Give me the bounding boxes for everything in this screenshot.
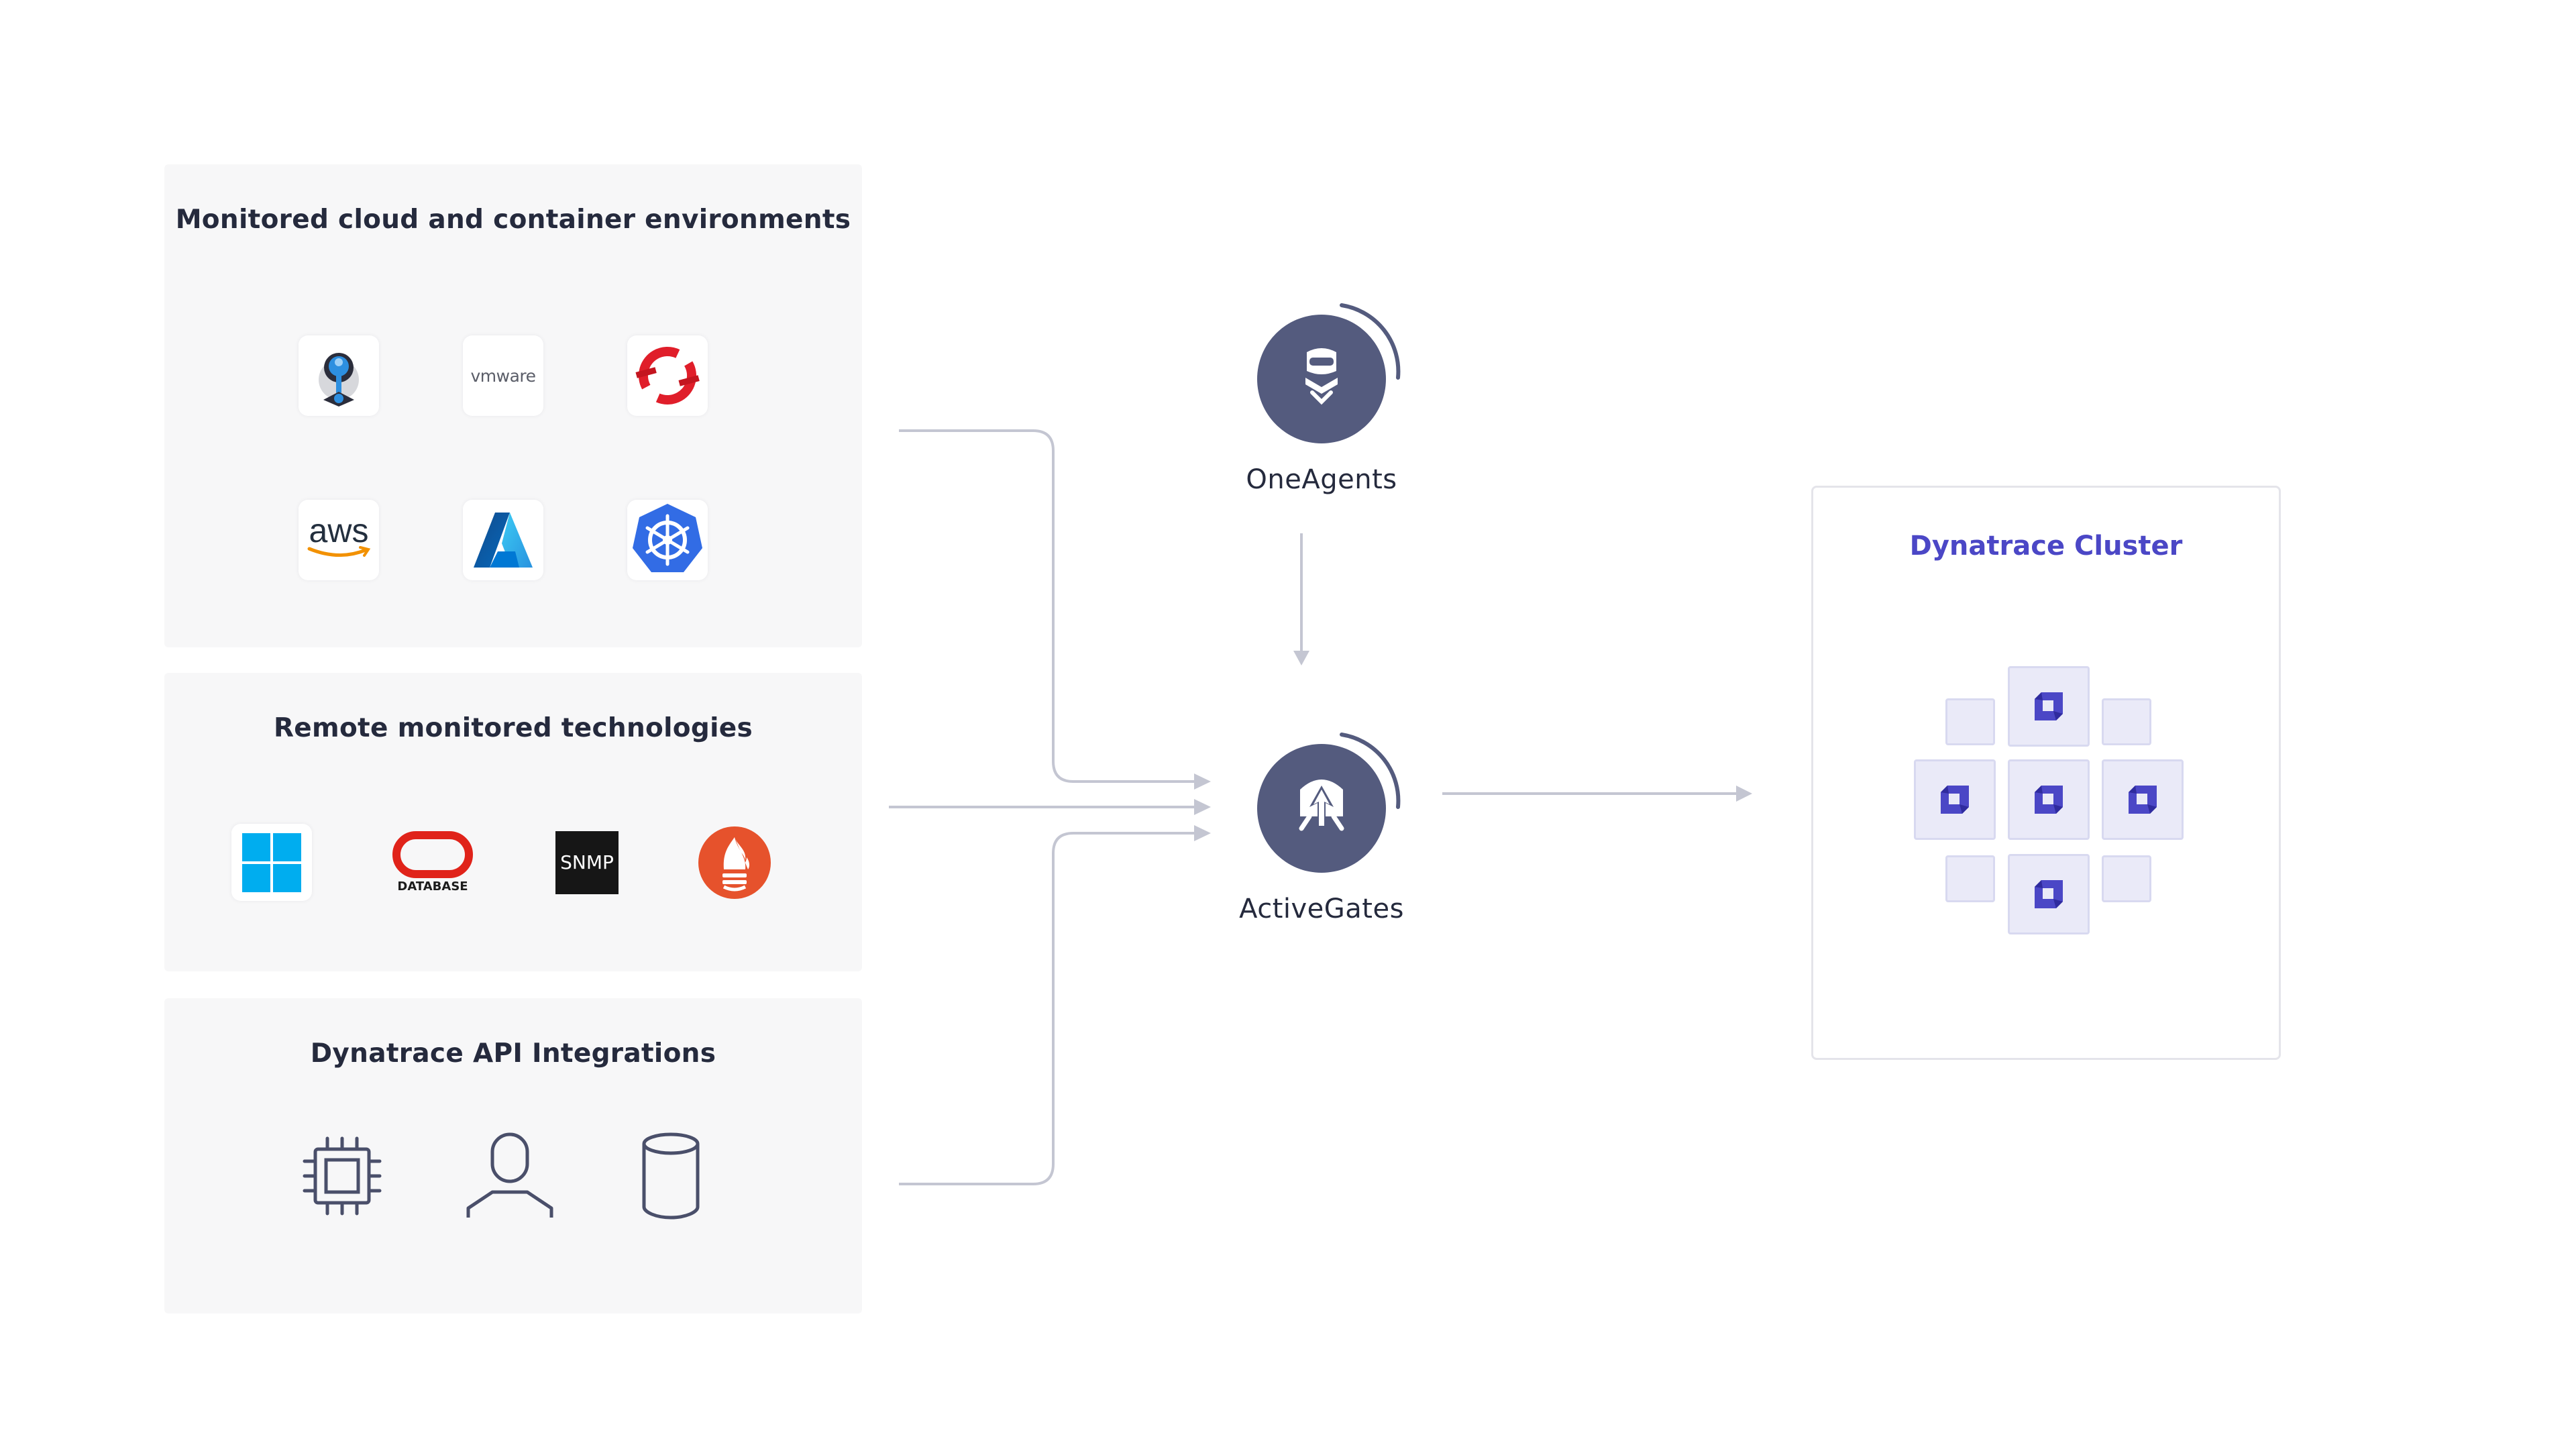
- connector-api: [899, 832, 1194, 1185]
- cpu-chip-icon: [299, 1129, 386, 1223]
- database-icon: [631, 1129, 711, 1223]
- cluster-node-bottom: [2008, 854, 2090, 934]
- cluster-node-icon: [2035, 786, 2063, 814]
- arrowhead: [1194, 799, 1211, 815]
- panel-remote-technologies: Remote monitored technologies DATABASE S…: [164, 673, 862, 971]
- vmware-icon: vmware: [463, 335, 543, 416]
- cluster-small-cell: [1945, 698, 1995, 745]
- oracle-database-icon: DATABASE: [386, 824, 480, 901]
- snmp-icon: SNMP: [547, 824, 627, 901]
- cluster-node-icon: [2035, 880, 2063, 908]
- windows-icon: [231, 824, 312, 901]
- oneagents-node: [1248, 299, 1409, 460]
- cluster-small-cell: [2102, 698, 2151, 745]
- azure-icon: [463, 500, 543, 580]
- panel-title: Dynatrace API Integrations: [310, 1038, 716, 1069]
- cloud-foundry-icon: [299, 335, 379, 416]
- arrowhead: [1194, 773, 1211, 790]
- aws-icon: aws: [299, 500, 379, 580]
- activegate-icon: [1299, 780, 1344, 831]
- arrowhead: [1736, 786, 1752, 802]
- cluster-node-icon: [1941, 786, 1969, 814]
- vmware-wordmark: vmware: [470, 366, 536, 386]
- cluster-node-left: [1914, 759, 1996, 840]
- cluster-node-icon: [2035, 692, 2063, 720]
- oracle-database-text: DATABASE: [397, 879, 468, 894]
- oneagents-label: OneAgents: [1246, 464, 1397, 495]
- aws-wordmark: aws: [309, 512, 369, 549]
- cluster-small-cell: [1945, 855, 1995, 902]
- user-icon: [460, 1129, 560, 1223]
- snmp-text: SNMP: [560, 851, 614, 873]
- activegates-node: [1248, 728, 1409, 889]
- panel-api-integrations: Dynatrace API Integrations: [164, 998, 862, 1313]
- cluster-node-center: [2008, 759, 2090, 840]
- cluster-node-right: [2102, 759, 2184, 840]
- arrowhead: [1293, 651, 1309, 665]
- cluster-node-top: [2008, 666, 2090, 747]
- arrowhead: [1194, 825, 1211, 841]
- cluster-node-icon: [2129, 786, 2157, 814]
- kubernetes-icon: [627, 500, 708, 580]
- panel-cloud-environments: Monitored cloud and container environmen…: [164, 164, 862, 647]
- cluster-small-cell: [2102, 855, 2151, 902]
- openshift-icon: [627, 335, 708, 416]
- panel-title: Remote monitored technologies: [273, 713, 753, 743]
- connector-cloud: [899, 429, 1194, 783]
- cluster-title: Dynatrace Cluster: [1909, 531, 2183, 561]
- panel-title: Monitored cloud and container environmen…: [175, 205, 851, 235]
- activegates-label: ActiveGates: [1239, 894, 1404, 924]
- prometheus-icon: [694, 824, 775, 901]
- dynatrace-cluster-box: Dynatrace Cluster: [1811, 486, 2281, 1060]
- oneagent-icon: [1305, 348, 1338, 405]
